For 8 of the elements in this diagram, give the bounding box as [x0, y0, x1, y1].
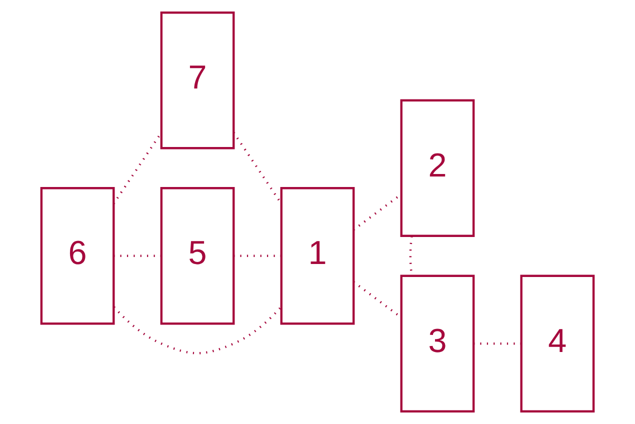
node-box: 3: [400, 274, 475, 413]
node-box: 1: [280, 187, 355, 325]
connector: [113, 306, 282, 354]
node-box: 2: [400, 99, 475, 237]
node-box: 7: [160, 11, 235, 150]
node-box: 6: [40, 187, 115, 325]
node-box: 5: [160, 187, 235, 325]
node-box: 4: [520, 274, 595, 413]
